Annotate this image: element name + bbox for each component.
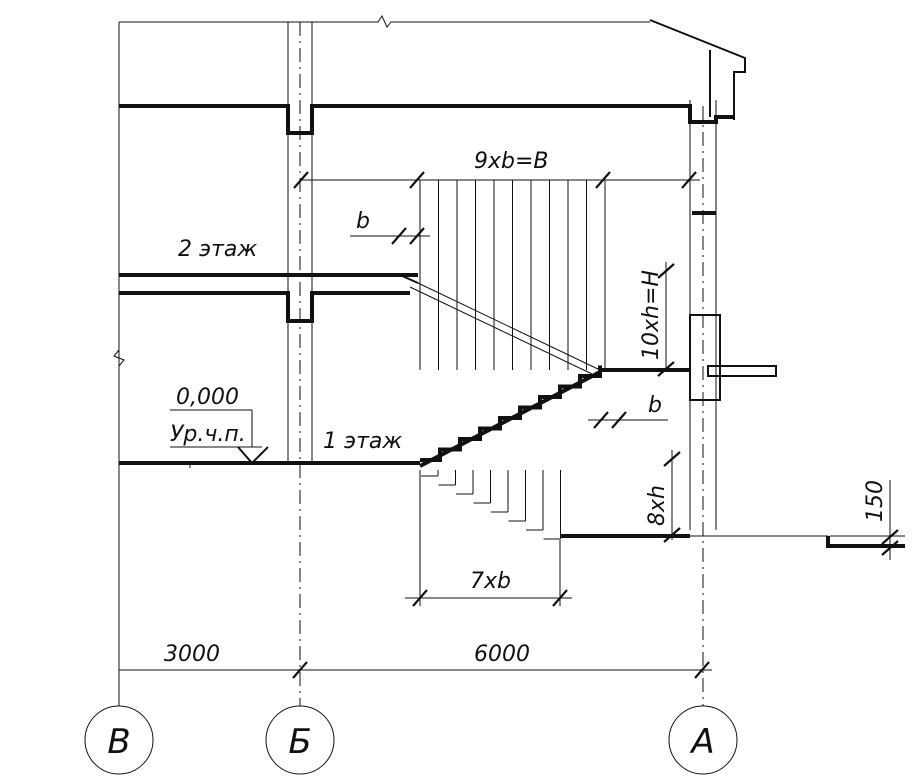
axis-bubble-a (668, 705, 738, 775)
stair-flights (409, 180, 606, 540)
axis-label-b: Б (288, 722, 311, 762)
grid-axes: В Б А (84, 22, 738, 775)
floor-1-label: 1 этаж (323, 429, 402, 454)
dimension-lines (119, 171, 905, 679)
dim-6000: 6000 (474, 642, 530, 667)
step-b-top-dimension: b (356, 209, 370, 234)
axis-bubble-b (265, 705, 335, 775)
axis-label-a: А (689, 722, 714, 762)
level-mark (170, 409, 269, 468)
axis-label-v: В (107, 722, 130, 762)
ground-step-dimension: 150 (863, 480, 888, 522)
axis-bubble-v (84, 705, 154, 775)
top-width-dimension: 9xb=B (474, 149, 549, 174)
bottom-run-dimension: 7xb (470, 569, 511, 594)
step-b-mid-dimension: b (648, 393, 662, 418)
building-structure (113, 14, 905, 680)
rise-upper-dimension: 10xh=H (639, 270, 664, 360)
floor-2-label: 2 этаж (178, 237, 257, 262)
rise-lower-dimension: 8xh (645, 485, 670, 526)
labels: 2 этаж 1 этаж 0,000 Ур.ч.п. 9xb=B b b 7x… (164, 149, 888, 667)
dim-3000: 3000 (164, 642, 220, 667)
level-value-label: 0,000 (176, 385, 239, 410)
level-name-label: Ур.ч.п. (170, 422, 246, 447)
